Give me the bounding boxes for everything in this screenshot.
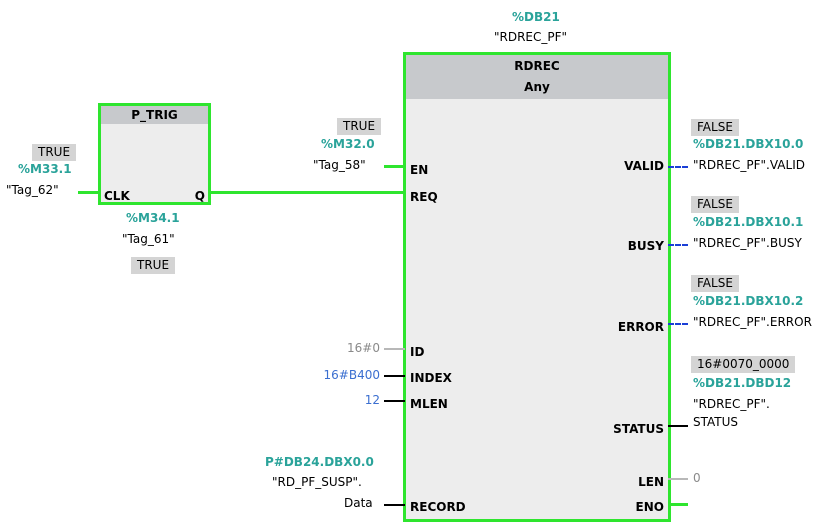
mlen-wire xyxy=(384,400,405,402)
status-tag-line2[interactable]: STATUS xyxy=(693,415,739,429)
en-wire xyxy=(384,165,405,168)
en-address[interactable]: %M32.0 xyxy=(321,137,375,151)
pin-mlen: MLEN xyxy=(410,397,448,411)
rdrec-db-address[interactable]: %DB21 xyxy=(512,10,560,24)
eno-wire xyxy=(668,503,688,506)
status-value-badge: 16#0070_0000 xyxy=(691,356,796,373)
valid-address[interactable]: %DB21.DBX10.0 xyxy=(693,137,804,151)
busy-address[interactable]: %DB21.DBX10.1 xyxy=(693,215,804,229)
index-wire xyxy=(384,375,405,377)
ptrig-clk-pin: CLK xyxy=(104,189,130,203)
record-address[interactable]: P#DB24.DBX0.0 xyxy=(265,455,374,469)
pin-en: EN xyxy=(410,163,429,177)
clk-wire xyxy=(78,191,100,194)
id-value[interactable]: 16#0 xyxy=(347,341,380,355)
status-wire xyxy=(668,425,688,427)
clk-address[interactable]: %M33.1 xyxy=(18,162,72,176)
error-address[interactable]: %DB21.DBX10.2 xyxy=(693,294,804,308)
error-wire xyxy=(668,323,688,325)
q-to-req-wire xyxy=(210,191,406,194)
status-address[interactable]: %DB21.DBD12 xyxy=(693,376,792,390)
clk-value-badge: TRUE xyxy=(32,144,77,161)
rdrec-header: RDREC Any xyxy=(406,55,668,99)
pin-busy: BUSY xyxy=(627,239,664,253)
record-tag-line2[interactable]: Data xyxy=(344,496,373,510)
ptrig-memory-value-badge: TRUE xyxy=(131,257,176,274)
index-value[interactable]: 16#B400 xyxy=(323,368,380,382)
rdrec-block[interactable]: RDREC Any EN REQ ID INDEX MLEN RECORD VA… xyxy=(403,52,671,522)
pin-eno: ENO xyxy=(635,500,664,514)
record-wire xyxy=(384,504,405,506)
id-wire xyxy=(384,348,405,350)
rdrec-subtitle: Any xyxy=(524,80,550,94)
ptrig-q-pin: Q xyxy=(194,189,205,203)
valid-wire xyxy=(668,166,688,168)
pin-id: ID xyxy=(410,345,425,359)
pin-record: RECORD xyxy=(410,500,466,514)
pin-valid: VALID xyxy=(624,159,664,173)
ptrig-title: P_TRIG xyxy=(101,106,208,124)
clk-tag[interactable]: "Tag_62" xyxy=(6,183,59,197)
len-value[interactable]: 0 xyxy=(693,471,701,485)
valid-value-badge: FALSE xyxy=(691,119,739,136)
pin-req: REQ xyxy=(410,190,438,204)
busy-value-badge: FALSE xyxy=(691,196,739,213)
status-tag-line1[interactable]: "RDREC_PF". xyxy=(693,397,770,411)
busy-wire xyxy=(668,244,688,246)
len-wire xyxy=(668,478,688,480)
pin-status: STATUS xyxy=(613,422,664,436)
ptrig-memory-tag[interactable]: "Tag_61" xyxy=(122,232,175,246)
en-tag[interactable]: "Tag_58" xyxy=(313,158,366,172)
en-value-badge: TRUE xyxy=(337,118,382,135)
busy-tag[interactable]: "RDREC_PF".BUSY xyxy=(693,236,802,250)
rdrec-title: RDREC xyxy=(514,59,560,73)
error-tag[interactable]: "RDREC_PF".ERROR xyxy=(693,315,812,329)
pin-index: INDEX xyxy=(410,371,452,385)
record-tag-line1[interactable]: "RD_PF_SUSP". xyxy=(272,475,362,489)
rdrec-db-name[interactable]: "RDREC_PF" xyxy=(494,30,568,44)
valid-tag[interactable]: "RDREC_PF".VALID xyxy=(693,158,805,172)
mlen-value[interactable]: 12 xyxy=(364,393,380,407)
error-value-badge: FALSE xyxy=(691,275,739,292)
ptrig-block[interactable]: P_TRIG CLK Q xyxy=(98,103,211,205)
pin-len: LEN xyxy=(638,475,664,489)
pin-error: ERROR xyxy=(617,320,664,334)
ptrig-memory-address[interactable]: %M34.1 xyxy=(126,211,180,225)
